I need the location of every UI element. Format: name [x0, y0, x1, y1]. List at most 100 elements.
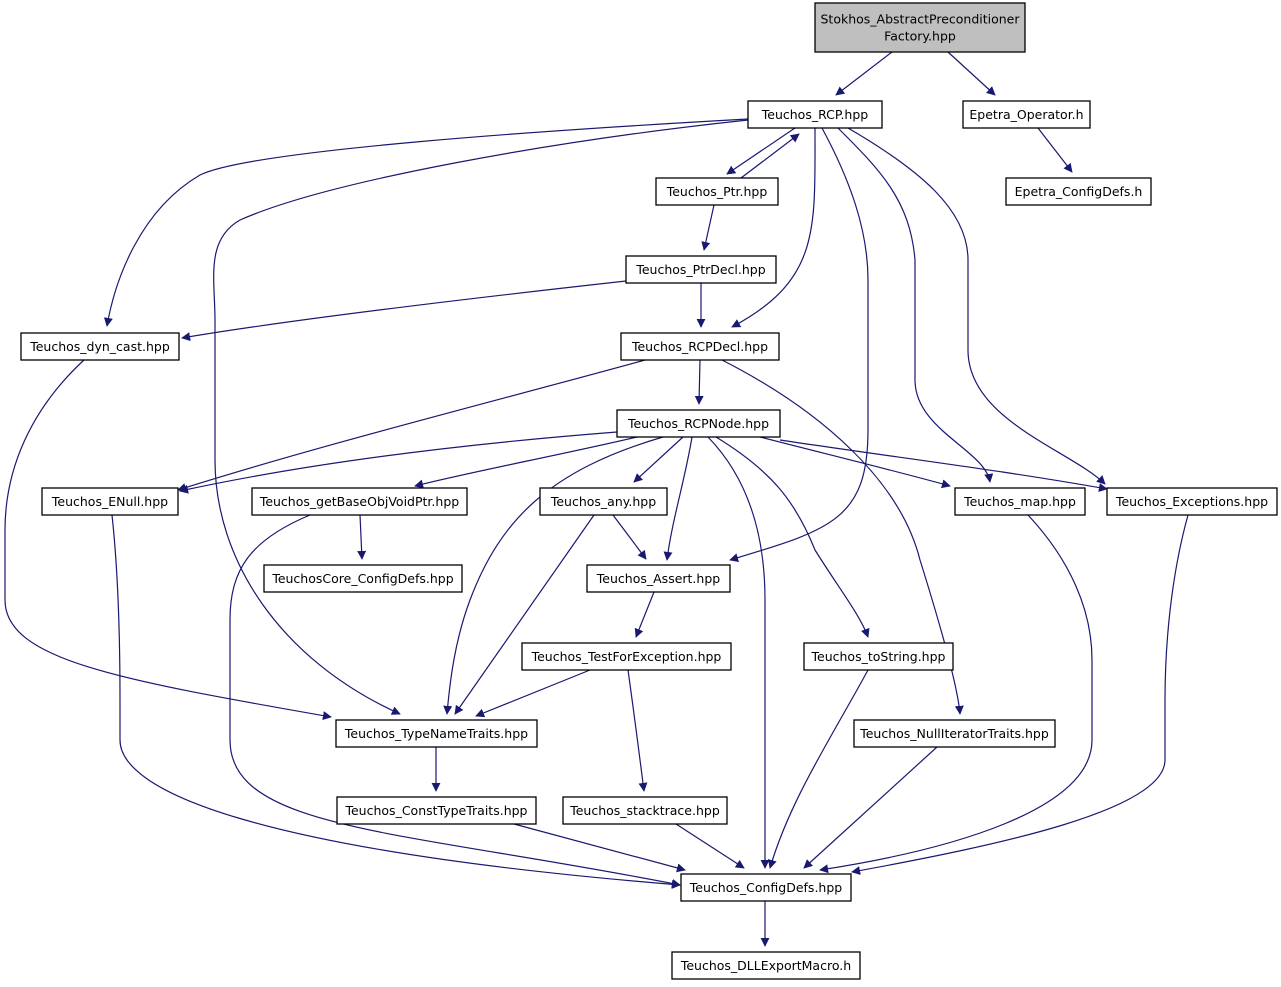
edge-rcp-to-dyncast	[103, 118, 749, 327]
node-exceptions[interactable]: Teuchos_Exceptions.hpp	[1106, 487, 1278, 516]
edge-rcpnode-to-getbase	[414, 436, 638, 489]
node-box[interactable]	[962, 100, 1091, 129]
edge-rcp-to-assert	[729, 127, 869, 562]
edge-rcp-to-typename	[213, 119, 749, 715]
node-ptr[interactable]: Teuchos_Ptr.hpp	[655, 177, 779, 206]
node-label: Teuchos_ENull.hpp	[51, 494, 168, 509]
edge-map-to-configdefs	[819, 514, 1093, 874]
node-label: Teuchos_TypeNameTraits.hpp	[344, 726, 528, 741]
node-box[interactable]	[954, 487, 1086, 516]
node-consttype[interactable]: Teuchos_ConstTypeTraits.hpp	[336, 796, 537, 825]
node-label: Teuchos_RCPNode.hpp	[627, 416, 769, 431]
node-label: Epetra_Operator.h	[969, 107, 1083, 122]
node-any[interactable]: Teuchos_any.hpp	[539, 487, 668, 516]
edge-any-to-typename	[454, 514, 595, 715]
node-stacktrace[interactable]: Teuchos_stacktrace.hpp	[562, 796, 728, 825]
edge-rcpdecl-to-enull	[177, 359, 646, 492]
node-label: TeuchosCore_ConfigDefs.hpp	[271, 571, 453, 586]
edge-rcpnode-to-enull	[179, 431, 618, 494]
edge-stokhos_apf-to-rcp	[835, 51, 893, 96]
node-rcpdecl[interactable]: Teuchos_RCPDecl.hpp	[620, 332, 780, 361]
node-dllexport[interactable]: Teuchos_DLLExportMacro.h	[671, 951, 861, 980]
node-box[interactable]	[521, 642, 732, 671]
edge-getbase-to-corecfg	[357, 514, 367, 560]
node-box[interactable]	[539, 487, 668, 516]
node-box[interactable]	[263, 564, 463, 593]
node-typename[interactable]: Teuchos_TypeNameTraits.hpp	[335, 719, 538, 748]
edge-rcpdecl-to-rcpnode	[694, 359, 704, 405]
node-box[interactable]	[41, 487, 179, 516]
node-box[interactable]	[616, 409, 781, 438]
node-box[interactable]	[336, 796, 537, 825]
node-tostring[interactable]: Teuchos_toString.hpp	[803, 642, 954, 671]
node-ptrdecl[interactable]: Teuchos_PtrDecl.hpp	[625, 255, 777, 284]
edge-nulliter-to-configdefs	[803, 746, 938, 869]
node-label: Teuchos_RCPDecl.hpp	[631, 339, 768, 354]
node-label: Teuchos_dyn_cast.hpp	[29, 339, 170, 354]
edge-assert-to-testforexc	[634, 591, 655, 638]
node-label: Teuchos_NullIteratorTraits.hpp	[859, 726, 1049, 741]
edge-rcp-to-exceptions	[847, 127, 1106, 485]
node-label: Teuchos_TestForException.hpp	[531, 649, 722, 664]
node-box[interactable]	[803, 642, 954, 671]
edge-epetra_op-to-epetra_cfg	[1037, 127, 1073, 173]
node-nulliter[interactable]: Teuchos_NullIteratorTraits.hpp	[853, 719, 1056, 748]
node-stokhos_apf[interactable]: Stokhos_AbstractPreconditionerFactory.hp…	[814, 2, 1026, 53]
node-box[interactable]	[655, 177, 779, 206]
edge-consttype-to-configdefs	[513, 823, 686, 873]
node-testforexc[interactable]: Teuchos_TestForException.hpp	[521, 642, 732, 671]
edge-rcpnode-to-map	[759, 436, 951, 489]
node-label: Factory.hpp	[884, 29, 956, 44]
edge-rcpdecl-to-nulliter	[721, 359, 964, 715]
node-rcp[interactable]: Teuchos_RCP.hpp	[747, 100, 883, 129]
edge-rcpnode-to-typename	[443, 436, 664, 715]
node-box[interactable]	[680, 873, 852, 902]
node-box[interactable]	[251, 487, 468, 516]
node-box[interactable]	[671, 951, 861, 980]
node-box[interactable]	[586, 564, 731, 593]
node-rcpnode[interactable]: Teuchos_RCPNode.hpp	[616, 409, 781, 438]
node-epetra_cfg[interactable]: Epetra_ConfigDefs.h	[1005, 177, 1152, 206]
node-epetra_op[interactable]: Epetra_Operator.h	[962, 100, 1091, 129]
edge-getbase-to-configdefs	[229, 514, 681, 888]
node-box[interactable]	[335, 719, 538, 748]
node-box[interactable]	[1005, 177, 1152, 206]
node-corecfg[interactable]: TeuchosCore_ConfigDefs.hpp	[263, 564, 463, 593]
edge-enull-to-configdefs	[111, 514, 681, 889]
node-label: Teuchos_DLLExportMacro.h	[680, 958, 851, 973]
node-label: Teuchos_RCP.hpp	[761, 107, 869, 122]
node-assert[interactable]: Teuchos_Assert.hpp	[586, 564, 731, 593]
node-label: Teuchos_PtrDecl.hpp	[635, 262, 765, 277]
node-enull[interactable]: Teuchos_ENull.hpp	[41, 487, 179, 516]
edge-rcp-to-rcpdecl	[731, 127, 816, 328]
node-label: Teuchos_Exceptions.hpp	[1115, 494, 1268, 509]
edge-ptrdecl-to-dyncast	[181, 280, 627, 342]
edge-exceptions-to-configdefs	[851, 514, 1189, 875]
node-box[interactable]	[625, 255, 777, 284]
edge-rcpnode-to-any	[633, 436, 684, 483]
node-label: Teuchos_Ptr.hpp	[666, 184, 768, 199]
node-box[interactable]	[20, 332, 180, 361]
node-dyncast[interactable]: Teuchos_dyn_cast.hpp	[20, 332, 180, 361]
edge-stacktrace-to-configdefs	[675, 823, 745, 869]
node-box[interactable]	[814, 2, 1026, 53]
node-getbase[interactable]: Teuchos_getBaseObjVoidPtr.hpp	[251, 487, 468, 516]
edge-rcpnode-to-assert	[663, 436, 693, 561]
node-configdefs[interactable]: Teuchos_ConfigDefs.hpp	[680, 873, 852, 902]
edge-tostring-to-configdefs	[767, 669, 869, 869]
node-label: Teuchos_map.hpp	[963, 494, 1076, 509]
node-box[interactable]	[562, 796, 728, 825]
node-box[interactable]	[1106, 487, 1278, 516]
node-box[interactable]	[620, 332, 780, 361]
node-box[interactable]	[853, 719, 1056, 748]
edge-rcp-to-map	[837, 127, 994, 483]
node-label: Teuchos_getBaseObjVoidPtr.hpp	[259, 494, 459, 509]
node-map[interactable]: Teuchos_map.hpp	[954, 487, 1086, 516]
node-label: Teuchos_toString.hpp	[811, 649, 946, 664]
edge-any-to-assert	[612, 514, 647, 560]
edges-layer	[4, 51, 1189, 947]
edge-ptr-to-ptrdecl	[701, 204, 715, 251]
edge-dyncast-to-typename	[4, 359, 332, 721]
node-box[interactable]	[747, 100, 883, 129]
